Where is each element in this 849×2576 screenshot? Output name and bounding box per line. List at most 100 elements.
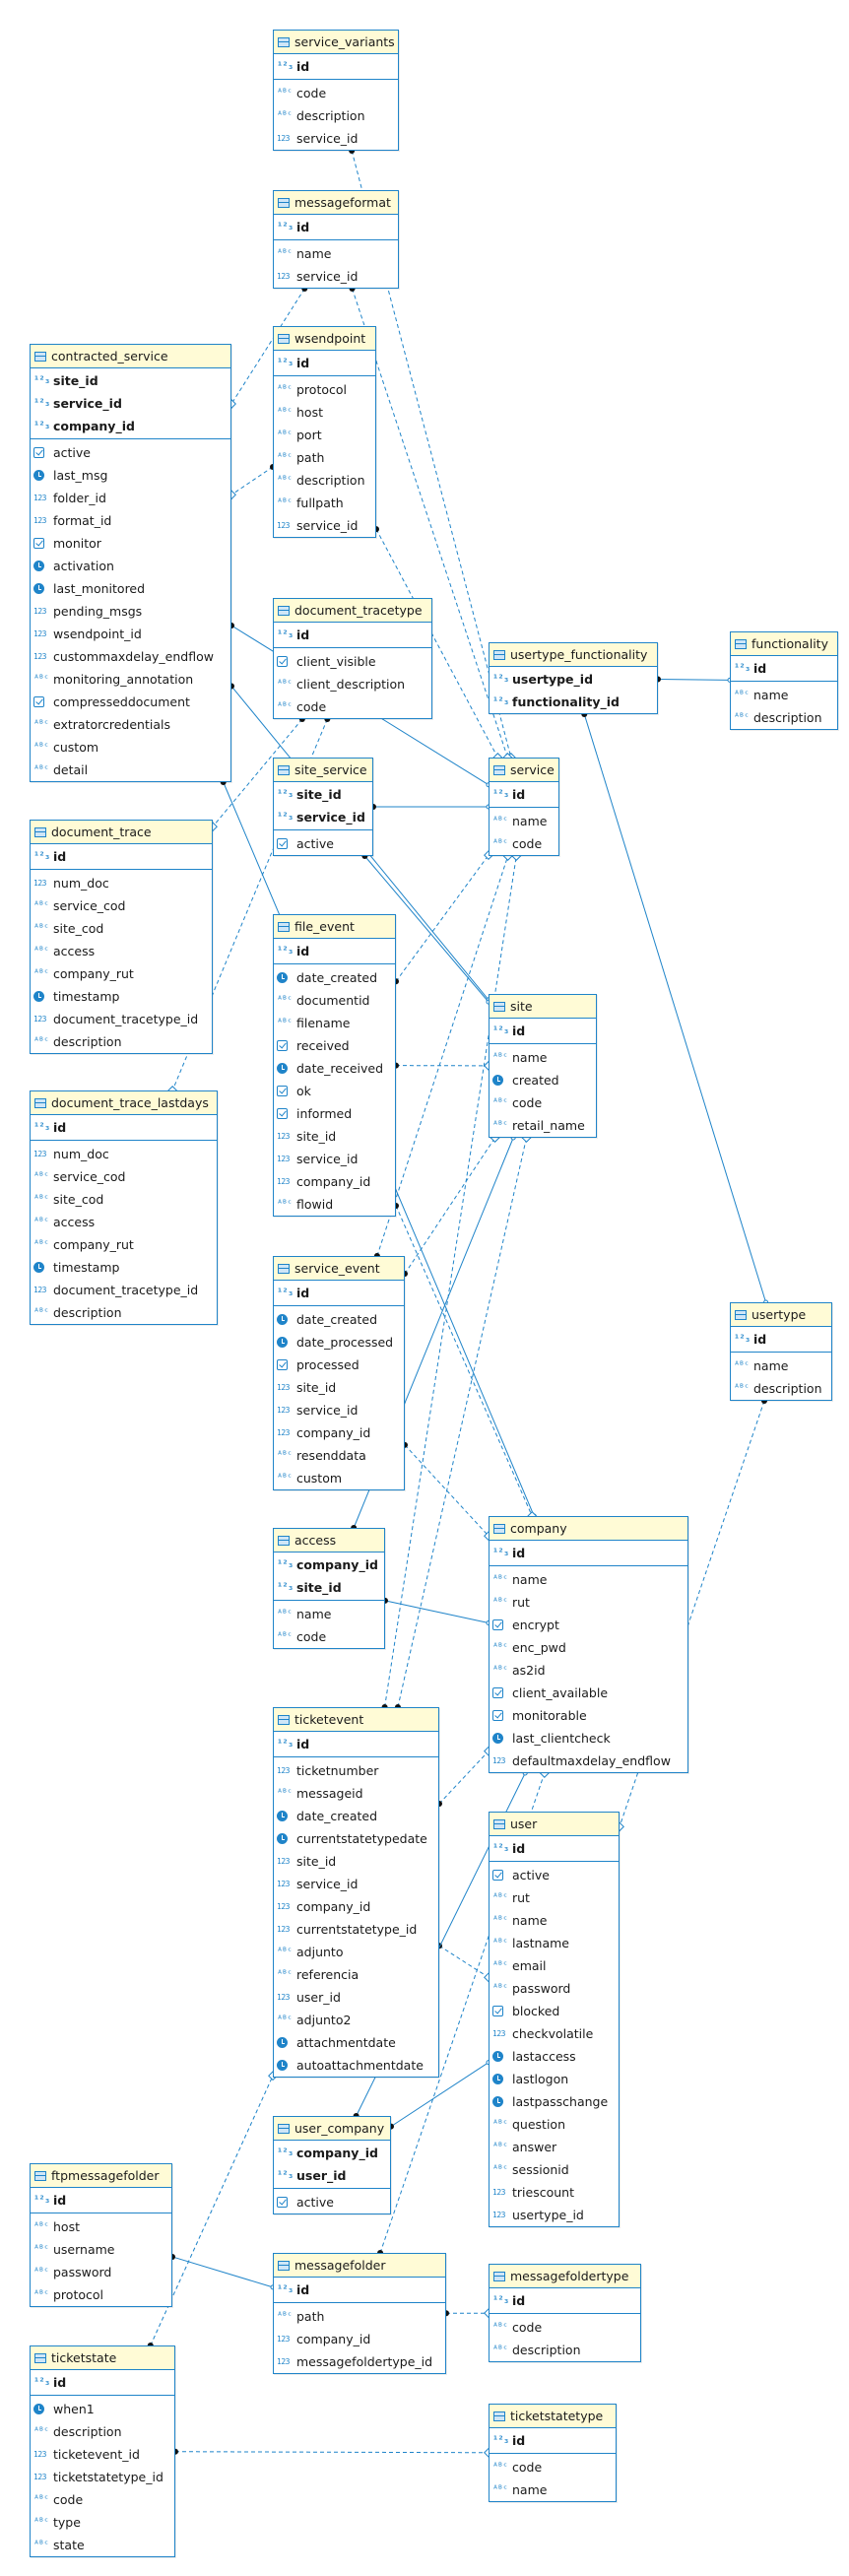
entity-header[interactable]: ftpmessagefolder: [31, 2164, 171, 2188]
attribute-row[interactable]: created: [490, 1069, 596, 1091]
primary-key-row[interactable]: service_id: [274, 806, 372, 828]
attribute-row[interactable]: ticketnumber: [274, 1759, 438, 1782]
entity-header[interactable]: document_trace: [31, 821, 212, 844]
primary-key-row[interactable]: id: [490, 2429, 616, 2452]
primary-key-row[interactable]: functionality_id: [490, 691, 657, 713]
entity-header[interactable]: usertype_functionality: [490, 643, 657, 667]
entity-document-tracetype[interactable]: document_tracetypeidclient_visibleclient…: [273, 598, 432, 719]
entity-header[interactable]: messageformat: [274, 191, 398, 215]
attribute-row[interactable]: host: [31, 2215, 171, 2238]
attribute-row[interactable]: lastname: [490, 1932, 619, 1954]
attribute-row[interactable]: last_clientcheck: [490, 1727, 687, 1750]
entity-company[interactable]: companyidnamerutencryptenc_pwdas2idclien…: [489, 1516, 688, 1773]
attribute-row[interactable]: path: [274, 446, 375, 469]
attribute-row[interactable]: when1: [31, 2398, 174, 2420]
attribute-row[interactable]: password: [31, 2261, 171, 2283]
attribute-row[interactable]: lastpasschange: [490, 2090, 619, 2113]
primary-key-row[interactable]: site_id: [274, 1576, 384, 1599]
entity-header[interactable]: ticketstate: [31, 2346, 174, 2370]
attribute-row[interactable]: lastaccess: [490, 2045, 619, 2068]
entity-document-trace-lastdays[interactable]: document_trace_lastdaysidnum_docservice_…: [30, 1090, 218, 1325]
attribute-row[interactable]: flowid: [274, 1193, 395, 1216]
attribute-row[interactable]: service_id: [274, 265, 398, 288]
attribute-row[interactable]: company_id: [274, 1170, 395, 1193]
attribute-row[interactable]: ok: [274, 1080, 395, 1102]
primary-key-row[interactable]: id: [31, 2189, 171, 2212]
primary-key-row[interactable]: id: [274, 216, 398, 238]
attribute-row[interactable]: question: [490, 2113, 619, 2136]
primary-key-row[interactable]: user_id: [274, 2164, 390, 2187]
attribute-row[interactable]: description: [731, 706, 837, 729]
entity-document-trace[interactable]: document_traceidnum_docservice_codsite_c…: [30, 820, 213, 1054]
attribute-row[interactable]: service_id: [274, 1873, 438, 1895]
primary-key-row[interactable]: id: [490, 1020, 596, 1042]
entity-header[interactable]: service_variants: [274, 31, 398, 54]
primary-key-row[interactable]: id: [274, 1733, 438, 1755]
entity-header[interactable]: wsendpoint: [274, 327, 375, 351]
primary-key-row[interactable]: id: [274, 352, 375, 374]
entity-file-event[interactable]: file_eventiddate_createddocumentidfilena…: [273, 914, 396, 1217]
attribute-row[interactable]: service_id: [274, 1148, 395, 1170]
attribute-row[interactable]: detail: [31, 759, 230, 781]
entity-header[interactable]: ticketstatetype: [490, 2405, 616, 2428]
attribute-row[interactable]: date_created: [274, 1308, 404, 1331]
attribute-row[interactable]: user_id: [274, 1986, 438, 2009]
entity-header[interactable]: service_event: [274, 1257, 404, 1281]
attribute-row[interactable]: access: [31, 940, 212, 962]
primary-key-row[interactable]: id: [274, 940, 395, 962]
entity-header[interactable]: user_company: [274, 2117, 390, 2141]
attribute-row[interactable]: compresseddocument: [31, 691, 230, 713]
attribute-row[interactable]: date_created: [274, 966, 395, 989]
attribute-row[interactable]: service_id: [274, 514, 375, 537]
primary-key-row[interactable]: company_id: [31, 415, 230, 437]
attribute-row[interactable]: custom: [31, 736, 230, 759]
attribute-row[interactable]: name: [274, 1603, 384, 1625]
entity-header[interactable]: service: [490, 759, 558, 782]
attribute-row[interactable]: monitorable: [490, 1704, 687, 1727]
entity-header[interactable]: ticketevent: [274, 1708, 438, 1732]
attribute-row[interactable]: name: [274, 242, 398, 265]
entity-header[interactable]: user: [490, 1813, 619, 1836]
attribute-row[interactable]: format_id: [31, 509, 230, 532]
attribute-row[interactable]: sessionid: [490, 2158, 619, 2181]
attribute-row[interactable]: state: [31, 2534, 174, 2556]
entity-header[interactable]: usertype: [731, 1303, 831, 1327]
attribute-row[interactable]: num_doc: [31, 872, 212, 894]
primary-key-row[interactable]: company_id: [274, 2142, 390, 2164]
attribute-row[interactable]: active: [490, 1864, 619, 1886]
attribute-row[interactable]: code: [490, 1091, 596, 1114]
attribute-row[interactable]: name: [490, 1568, 687, 1591]
attribute-row[interactable]: adjunto2: [274, 2009, 438, 2031]
attribute-row[interactable]: service_id: [274, 1399, 404, 1421]
entity-functionality[interactable]: functionalityidnamedescription: [730, 631, 838, 730]
entity-header[interactable]: functionality: [731, 632, 837, 656]
entity-header[interactable]: messagefoldertype: [490, 2265, 640, 2288]
entity-ftpmessagefolder[interactable]: ftpmessagefolderidhostusernamepasswordpr…: [30, 2163, 172, 2307]
attribute-row[interactable]: description: [731, 1377, 831, 1400]
attribute-row[interactable]: description: [31, 2420, 174, 2443]
entity-ticketstatetype[interactable]: ticketstatetypeidcodename: [489, 2404, 617, 2502]
attribute-row[interactable]: activation: [31, 555, 230, 577]
attribute-row[interactable]: company_id: [274, 2328, 445, 2350]
entity-service[interactable]: serviceidnamecode: [489, 758, 559, 856]
attribute-row[interactable]: code: [490, 2456, 616, 2478]
primary-key-row[interactable]: site_id: [31, 369, 230, 392]
attribute-row[interactable]: port: [274, 424, 375, 446]
entity-ticketstate[interactable]: ticketstateidwhen1descriptionticketevent…: [30, 2345, 175, 2557]
attribute-row[interactable]: rut: [490, 1886, 619, 1909]
attribute-row[interactable]: last_msg: [31, 464, 230, 487]
attribute-row[interactable]: code: [490, 832, 558, 855]
attribute-row[interactable]: folder_id: [31, 487, 230, 509]
entity-header[interactable]: contracted_service: [31, 345, 230, 368]
attribute-row[interactable]: access: [31, 1211, 217, 1233]
attribute-row[interactable]: description: [274, 469, 375, 492]
entity-header[interactable]: access: [274, 1529, 384, 1552]
entity-header[interactable]: document_tracetype: [274, 599, 431, 623]
attribute-row[interactable]: encrypt: [490, 1614, 687, 1636]
attribute-row[interactable]: name: [731, 1354, 831, 1377]
attribute-row[interactable]: enc_pwd: [490, 1636, 687, 1659]
attribute-row[interactable]: triescount: [490, 2181, 619, 2204]
attribute-row[interactable]: processed: [274, 1354, 404, 1376]
attribute-row[interactable]: company_rut: [31, 962, 212, 985]
